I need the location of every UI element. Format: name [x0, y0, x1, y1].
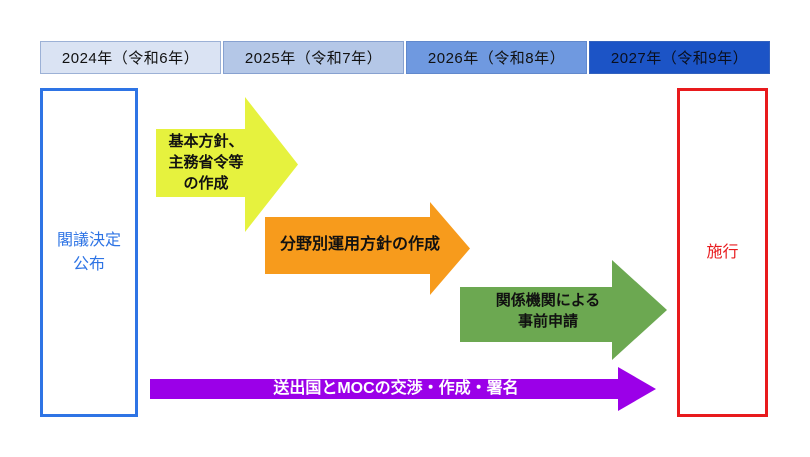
right-arrow-shape	[150, 367, 656, 411]
arrow-moc: 送出国とMOCの交渉・作成・署名	[150, 367, 656, 411]
arrow-label-line: 基本方針、	[168, 133, 244, 150]
arrow-basic-policy: 基本方針、 主務省令等 の作成	[156, 97, 298, 232]
end-box-label: 施行	[706, 243, 739, 261]
right-arrow-shape	[156, 97, 298, 232]
end-box: 施行	[677, 88, 768, 417]
arrow-label: 基本方針、 主務省令等 の作成	[156, 131, 256, 194]
arrow-label-line: 送出国とMOCの交渉・作成・署名	[273, 380, 519, 397]
start-box-label: 閣議決定 公布	[57, 229, 121, 277]
arrow-label: 分野別運用方針の作成	[270, 234, 450, 256]
start-box-line-2: 公布	[72, 255, 105, 273]
year-cell-2025: 2025年（令和7年）	[223, 41, 404, 74]
right-arrow-shape	[460, 260, 667, 360]
arrow-prior-application: 関係機関による 事前申請	[460, 260, 667, 360]
arrow-label-line: 関係機関による	[495, 292, 601, 309]
start-box-line-1: 閣議決定	[56, 231, 121, 249]
arrow-label: 送出国とMOCの交渉・作成・署名	[162, 378, 630, 400]
arrow-label: 関係機関による 事前申請	[470, 290, 626, 332]
arrow-label-line: の作成	[183, 175, 229, 192]
arrow-label-line: 事前申請	[517, 313, 578, 330]
year-cell-2026: 2026年（令和8年）	[406, 41, 587, 74]
right-arrow-shape	[265, 202, 470, 295]
arrow-sector-policy: 分野別運用方針の作成	[265, 202, 470, 295]
arrow-label-line: 分野別運用方針の作成	[279, 236, 440, 253]
year-cell-2027: 2027年（令和9年）	[589, 41, 770, 74]
arrow-label-line: 主務省令等	[168, 154, 244, 171]
year-cell-2024: 2024年（令和6年）	[40, 41, 221, 74]
start-box: 閣議決定 公布	[40, 88, 138, 417]
timeline-header: 2024年（令和6年） 2025年（令和7年） 2026年（令和8年） 2027…	[40, 41, 770, 74]
